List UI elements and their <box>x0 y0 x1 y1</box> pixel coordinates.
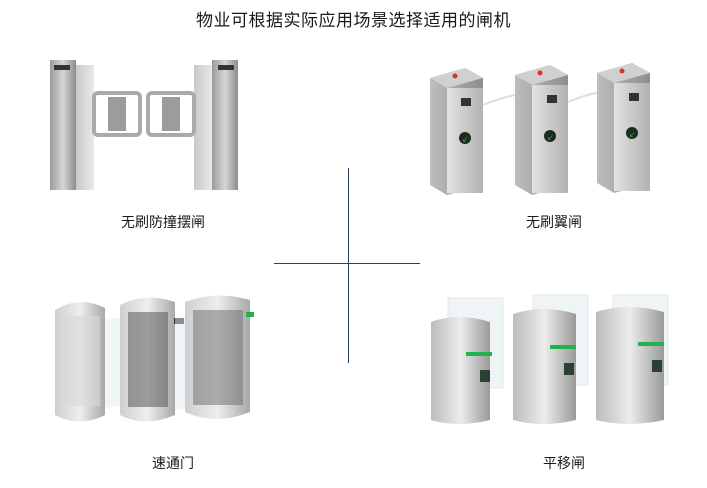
speed-gate-image <box>50 290 270 430</box>
svg-text:↙: ↙ <box>462 135 469 144</box>
svg-text:↙: ↙ <box>629 130 636 139</box>
page-title: 物业可根据实际应用场景选择适用的闸机 <box>196 11 511 31</box>
caption-flap-barrier: 无刷翼闸 <box>526 215 582 231</box>
swing-gate-image <box>40 55 250 195</box>
flap-barrier-image: ↙ ↙ ↙ <box>425 60 685 200</box>
svg-text:↙: ↙ <box>547 133 554 142</box>
caption-sliding-gate: 平移闸 <box>543 456 585 472</box>
sliding-gate-image <box>428 290 678 430</box>
divider-horizontal <box>274 263 420 264</box>
divider-vertical <box>348 168 349 363</box>
caption-speed-gate: 速通门 <box>152 456 194 472</box>
caption-swing-gate: 无刷防撞摆闸 <box>121 215 205 231</box>
